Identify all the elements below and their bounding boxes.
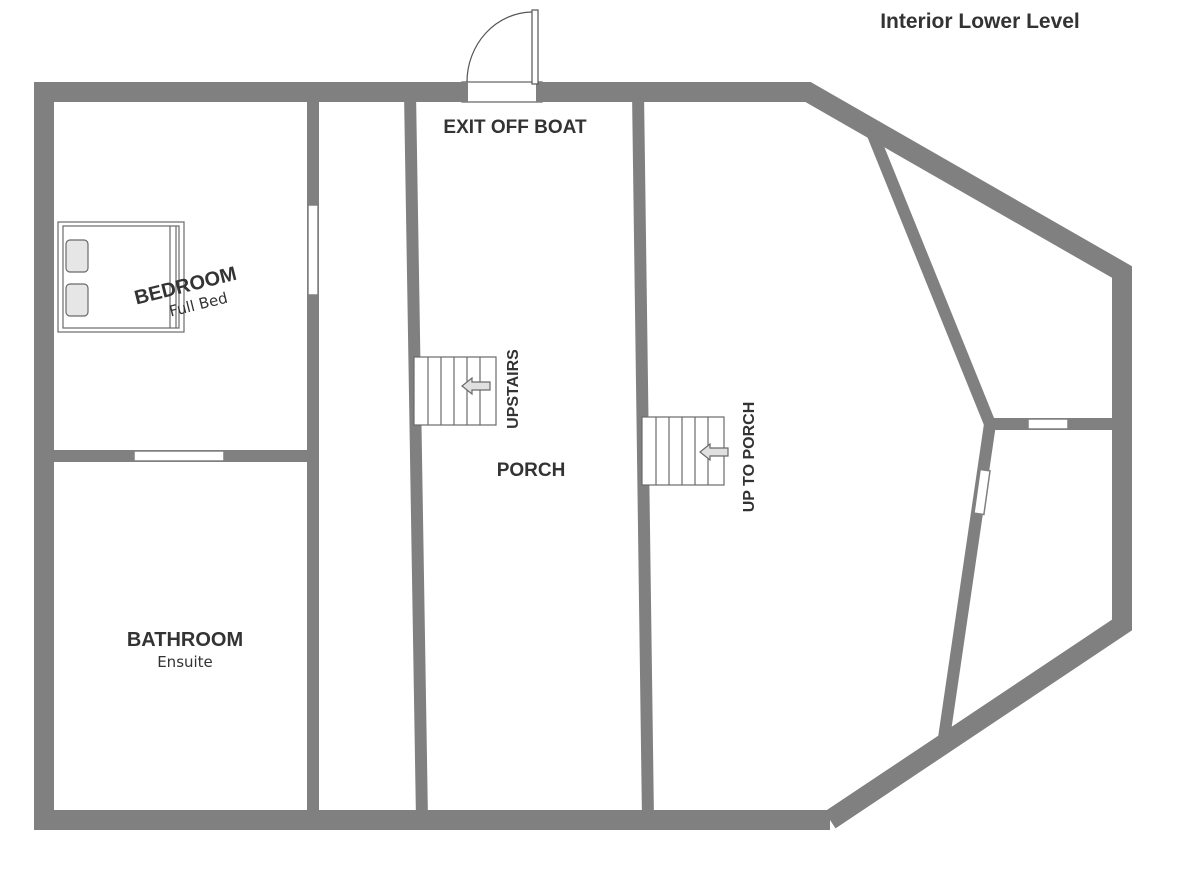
up-to-porch-label: UP TO PORCH [741,402,758,513]
exit-door-jamb-right [536,82,542,102]
pillow-icon [65,239,89,273]
bathroom-label: BATHROOM [127,629,243,651]
door-bedroom-bathroom[interactable] [133,450,225,462]
exit-door-leaf [531,9,539,85]
wall-top-right [542,82,1132,829]
bathroom-note: Ensuite [157,653,213,671]
upstairs-label: UPSTAIRS [505,349,522,429]
interior-doors [133,204,1069,516]
stairs-upstairs[interactable] [413,356,497,426]
arrow-left-icon [461,376,491,396]
exit-label: EXIT OFF BOAT [443,117,587,138]
exit-door-jamb-left [462,82,468,102]
pillow-icon [65,283,89,317]
exit-door[interactable] [461,9,543,103]
page-title: Interior Lower Level [880,10,1080,33]
exit-door-frame [461,81,543,103]
wall-corridor-porch [404,91,428,821]
porch-label: PORCH [497,460,566,481]
door-bedroom-corridor[interactable] [307,204,319,296]
exit-door-swing-arc [466,11,533,83]
arrow-left-icon [699,442,729,462]
door-bow-cross[interactable] [1027,418,1069,430]
full-bed-icon [57,221,185,333]
wall-bow-upper [867,132,996,427]
door-bow-lower[interactable] [973,468,991,516]
stairs-up-to-porch[interactable] [641,416,729,486]
